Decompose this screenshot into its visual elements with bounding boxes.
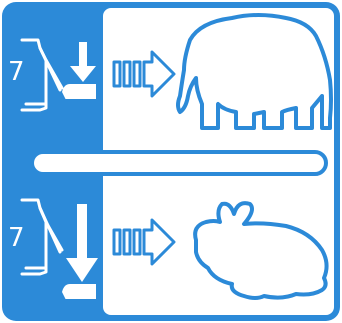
divider-bar <box>32 152 326 174</box>
plunger-icon <box>60 84 100 100</box>
plunger-icon <box>60 284 100 300</box>
bottom-digit: 7 <box>8 223 25 253</box>
top-digit: 7 <box>8 57 25 87</box>
